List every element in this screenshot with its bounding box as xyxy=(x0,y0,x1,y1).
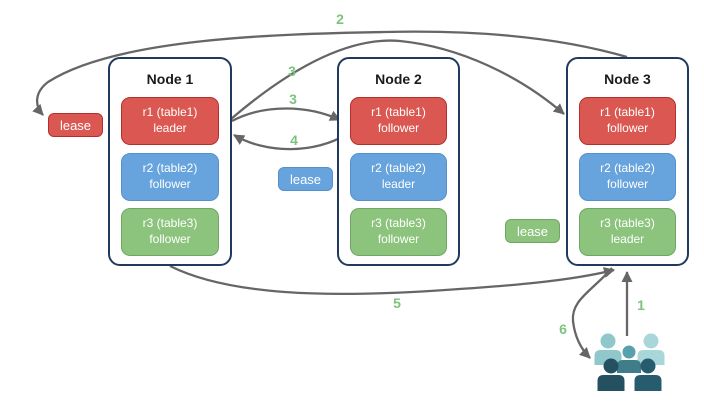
step-label-5: 5 xyxy=(393,295,401,311)
replica-r3-node2: r3 (table3) follower xyxy=(350,208,447,256)
replica-role: follower xyxy=(149,232,191,246)
replica-name: r3 (table3) xyxy=(142,216,198,231)
step-label-1: 1 xyxy=(637,297,645,313)
lease-badge-r2: lease xyxy=(278,167,333,191)
lease-badge-r3: lease xyxy=(505,219,560,243)
user-front-right xyxy=(634,358,662,391)
replica-name: r3 (table3) xyxy=(371,216,426,231)
arrow-step3-node1-to-node2 xyxy=(231,107,341,123)
replica-r2-node3: r2 (table2) follower xyxy=(579,153,676,201)
step-label-3a: 3 xyxy=(288,63,296,79)
replica-role: leader xyxy=(381,177,416,191)
replica-r1-node3: r1 (table1) follower xyxy=(579,97,676,145)
arrow-step5-node1-to-node3 xyxy=(169,264,615,296)
node-title: Node 1 xyxy=(146,71,194,87)
step-label-4: 4 xyxy=(290,132,298,148)
replica-name: r2 (table2) xyxy=(142,161,198,176)
replica-r3-node3: r3 (table3) leader xyxy=(579,208,676,256)
step-label-6: 6 xyxy=(559,321,567,337)
replica-r1-node1: r1 (table1) leader xyxy=(121,97,219,145)
lease-badge-r1: lease xyxy=(48,113,103,137)
lease-label: lease xyxy=(289,171,322,187)
replica-name: r2 (table2) xyxy=(371,161,426,176)
lease-label: lease xyxy=(516,223,549,239)
replica-r2-node2: r2 (table2) leader xyxy=(350,153,447,201)
replica-name: r3 (table3) xyxy=(600,216,655,231)
step-label-2: 2 xyxy=(336,11,344,27)
replica-role: leader xyxy=(610,232,645,246)
node-3: Node 3 r1 (table1) follower r2 (table2) … xyxy=(566,57,689,266)
replica-role: follower xyxy=(377,232,420,246)
node-2: Node 2 r1 (table1) follower r2 (table2) … xyxy=(337,57,460,266)
replica-role: leader xyxy=(153,121,187,135)
replica-role: follower xyxy=(149,177,191,191)
user-front-left xyxy=(597,358,625,391)
replica-r2-node1: r2 (table2) follower xyxy=(121,153,219,201)
node-title: Node 2 xyxy=(375,71,422,87)
step-label-3b: 3 xyxy=(289,91,297,107)
user-middle xyxy=(617,345,641,373)
replica-name: r2 (table2) xyxy=(600,161,655,176)
users-icon xyxy=(594,333,665,391)
lease-label: lease xyxy=(59,117,92,133)
replica-role: follower xyxy=(606,177,649,191)
node-title: Node 3 xyxy=(604,71,651,87)
node-1: Node 1 r1 (table1) leader r2 (table2) fo… xyxy=(108,57,232,266)
replica-r3-node1: r3 (table3) follower xyxy=(121,208,219,256)
replica-name: r1 (table1) xyxy=(600,105,655,120)
replica-role: follower xyxy=(377,121,420,135)
replica-name: r1 (table1) xyxy=(142,105,198,120)
replica-r1-node2: r1 (table1) follower xyxy=(350,97,447,145)
replica-role: follower xyxy=(606,121,649,135)
replica-name: r1 (table1) xyxy=(371,105,426,120)
